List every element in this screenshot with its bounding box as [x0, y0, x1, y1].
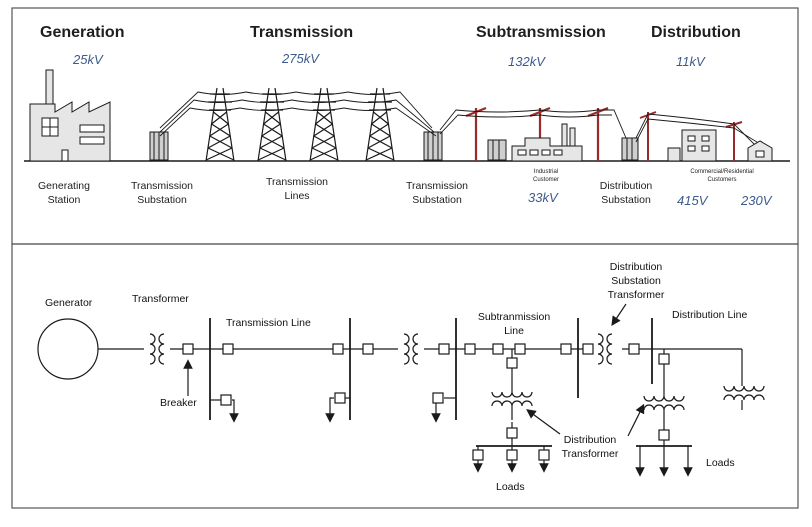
breaker-6	[464, 343, 476, 355]
breaker-17	[658, 353, 670, 365]
tower-2	[257, 87, 287, 162]
breaker-14	[432, 392, 444, 404]
voltage-subtrans: 132kV	[508, 54, 546, 69]
transformer-1-secondary	[158, 333, 165, 365]
label-loads-2: Loads	[706, 457, 735, 469]
breaker-4	[362, 343, 374, 355]
generating-station-building	[29, 69, 111, 162]
subtransmission-conductors	[439, 109, 627, 139]
breaker-19	[472, 449, 484, 461]
voltage-commercial: 415V	[677, 193, 709, 208]
substation-3	[487, 139, 507, 161]
voltage-gen: 25kV	[72, 52, 104, 67]
breaker-1	[182, 343, 194, 355]
transformer-2-secondary	[412, 333, 419, 365]
breaker-20	[506, 449, 518, 461]
single-line-diagram	[37, 303, 743, 477]
commercial-building	[667, 129, 717, 162]
label-transformer: Transformer	[132, 293, 189, 305]
generator-symbol	[37, 318, 99, 380]
breaker-21	[538, 449, 550, 461]
tower-4	[365, 87, 395, 162]
top-panel-frame	[11, 7, 799, 245]
breaker-9	[560, 343, 572, 355]
label-loads-1: Loads	[496, 481, 525, 493]
breaker-15	[506, 357, 518, 369]
breaker-18	[658, 429, 670, 441]
label-breaker: Breaker	[160, 397, 197, 409]
breaker-8	[514, 343, 526, 355]
dist-transformer-primary	[643, 395, 685, 402]
breaker-16	[506, 427, 518, 439]
label-transmission-line: Transmission Line	[226, 317, 311, 329]
tower-3	[309, 87, 339, 162]
voltage-industrial: 33kV	[528, 190, 559, 205]
voltage-trans: 275kV	[281, 51, 320, 66]
breaker-10	[582, 343, 594, 355]
bottom-panel-frame	[11, 243, 799, 509]
tower-1	[205, 87, 235, 162]
tap-transformer-secondary	[491, 400, 533, 407]
breaker-5	[438, 343, 450, 355]
heading-transmission: Transmission	[250, 24, 353, 41]
breaker-13	[334, 392, 346, 404]
line-transformer-secondary	[723, 394, 765, 401]
breaker-7	[492, 343, 504, 355]
transmission-towers	[205, 87, 395, 162]
heading-subtransmission: Subtransmission	[476, 24, 606, 41]
line-transformer-primary	[723, 385, 765, 392]
breaker-2	[222, 343, 234, 355]
transmission-conductors	[159, 91, 437, 137]
breaker-boxes	[182, 343, 670, 461]
breaker-11	[628, 343, 640, 355]
dist-transformer-secondary	[643, 404, 685, 411]
distribution-substation	[621, 137, 639, 161]
distribution-conductors	[635, 113, 771, 151]
breaker-3	[332, 343, 344, 355]
residential-house	[747, 140, 773, 162]
tap-transformer-primary	[491, 391, 533, 398]
transmission-substation-2	[423, 131, 443, 161]
heading-distribution: Distribution	[651, 24, 741, 41]
transformer-coils	[149, 333, 765, 420]
transformer-1-primary	[149, 333, 156, 365]
transformer-2-primary	[403, 333, 410, 365]
dist-sub-transformer-secondary	[606, 333, 613, 365]
label-generator: Generator	[45, 297, 93, 309]
transmission-substation-1	[149, 131, 169, 161]
heading-generation: Generation	[40, 24, 124, 41]
industrial-customer-building	[511, 123, 583, 162]
voltage-residential: 230V	[740, 193, 773, 208]
dist-sub-transformer-primary	[597, 333, 604, 365]
label-distribution-line: Distribution Line	[672, 309, 747, 321]
breaker-12	[220, 394, 232, 406]
voltage-dist: 11kV	[676, 54, 706, 69]
